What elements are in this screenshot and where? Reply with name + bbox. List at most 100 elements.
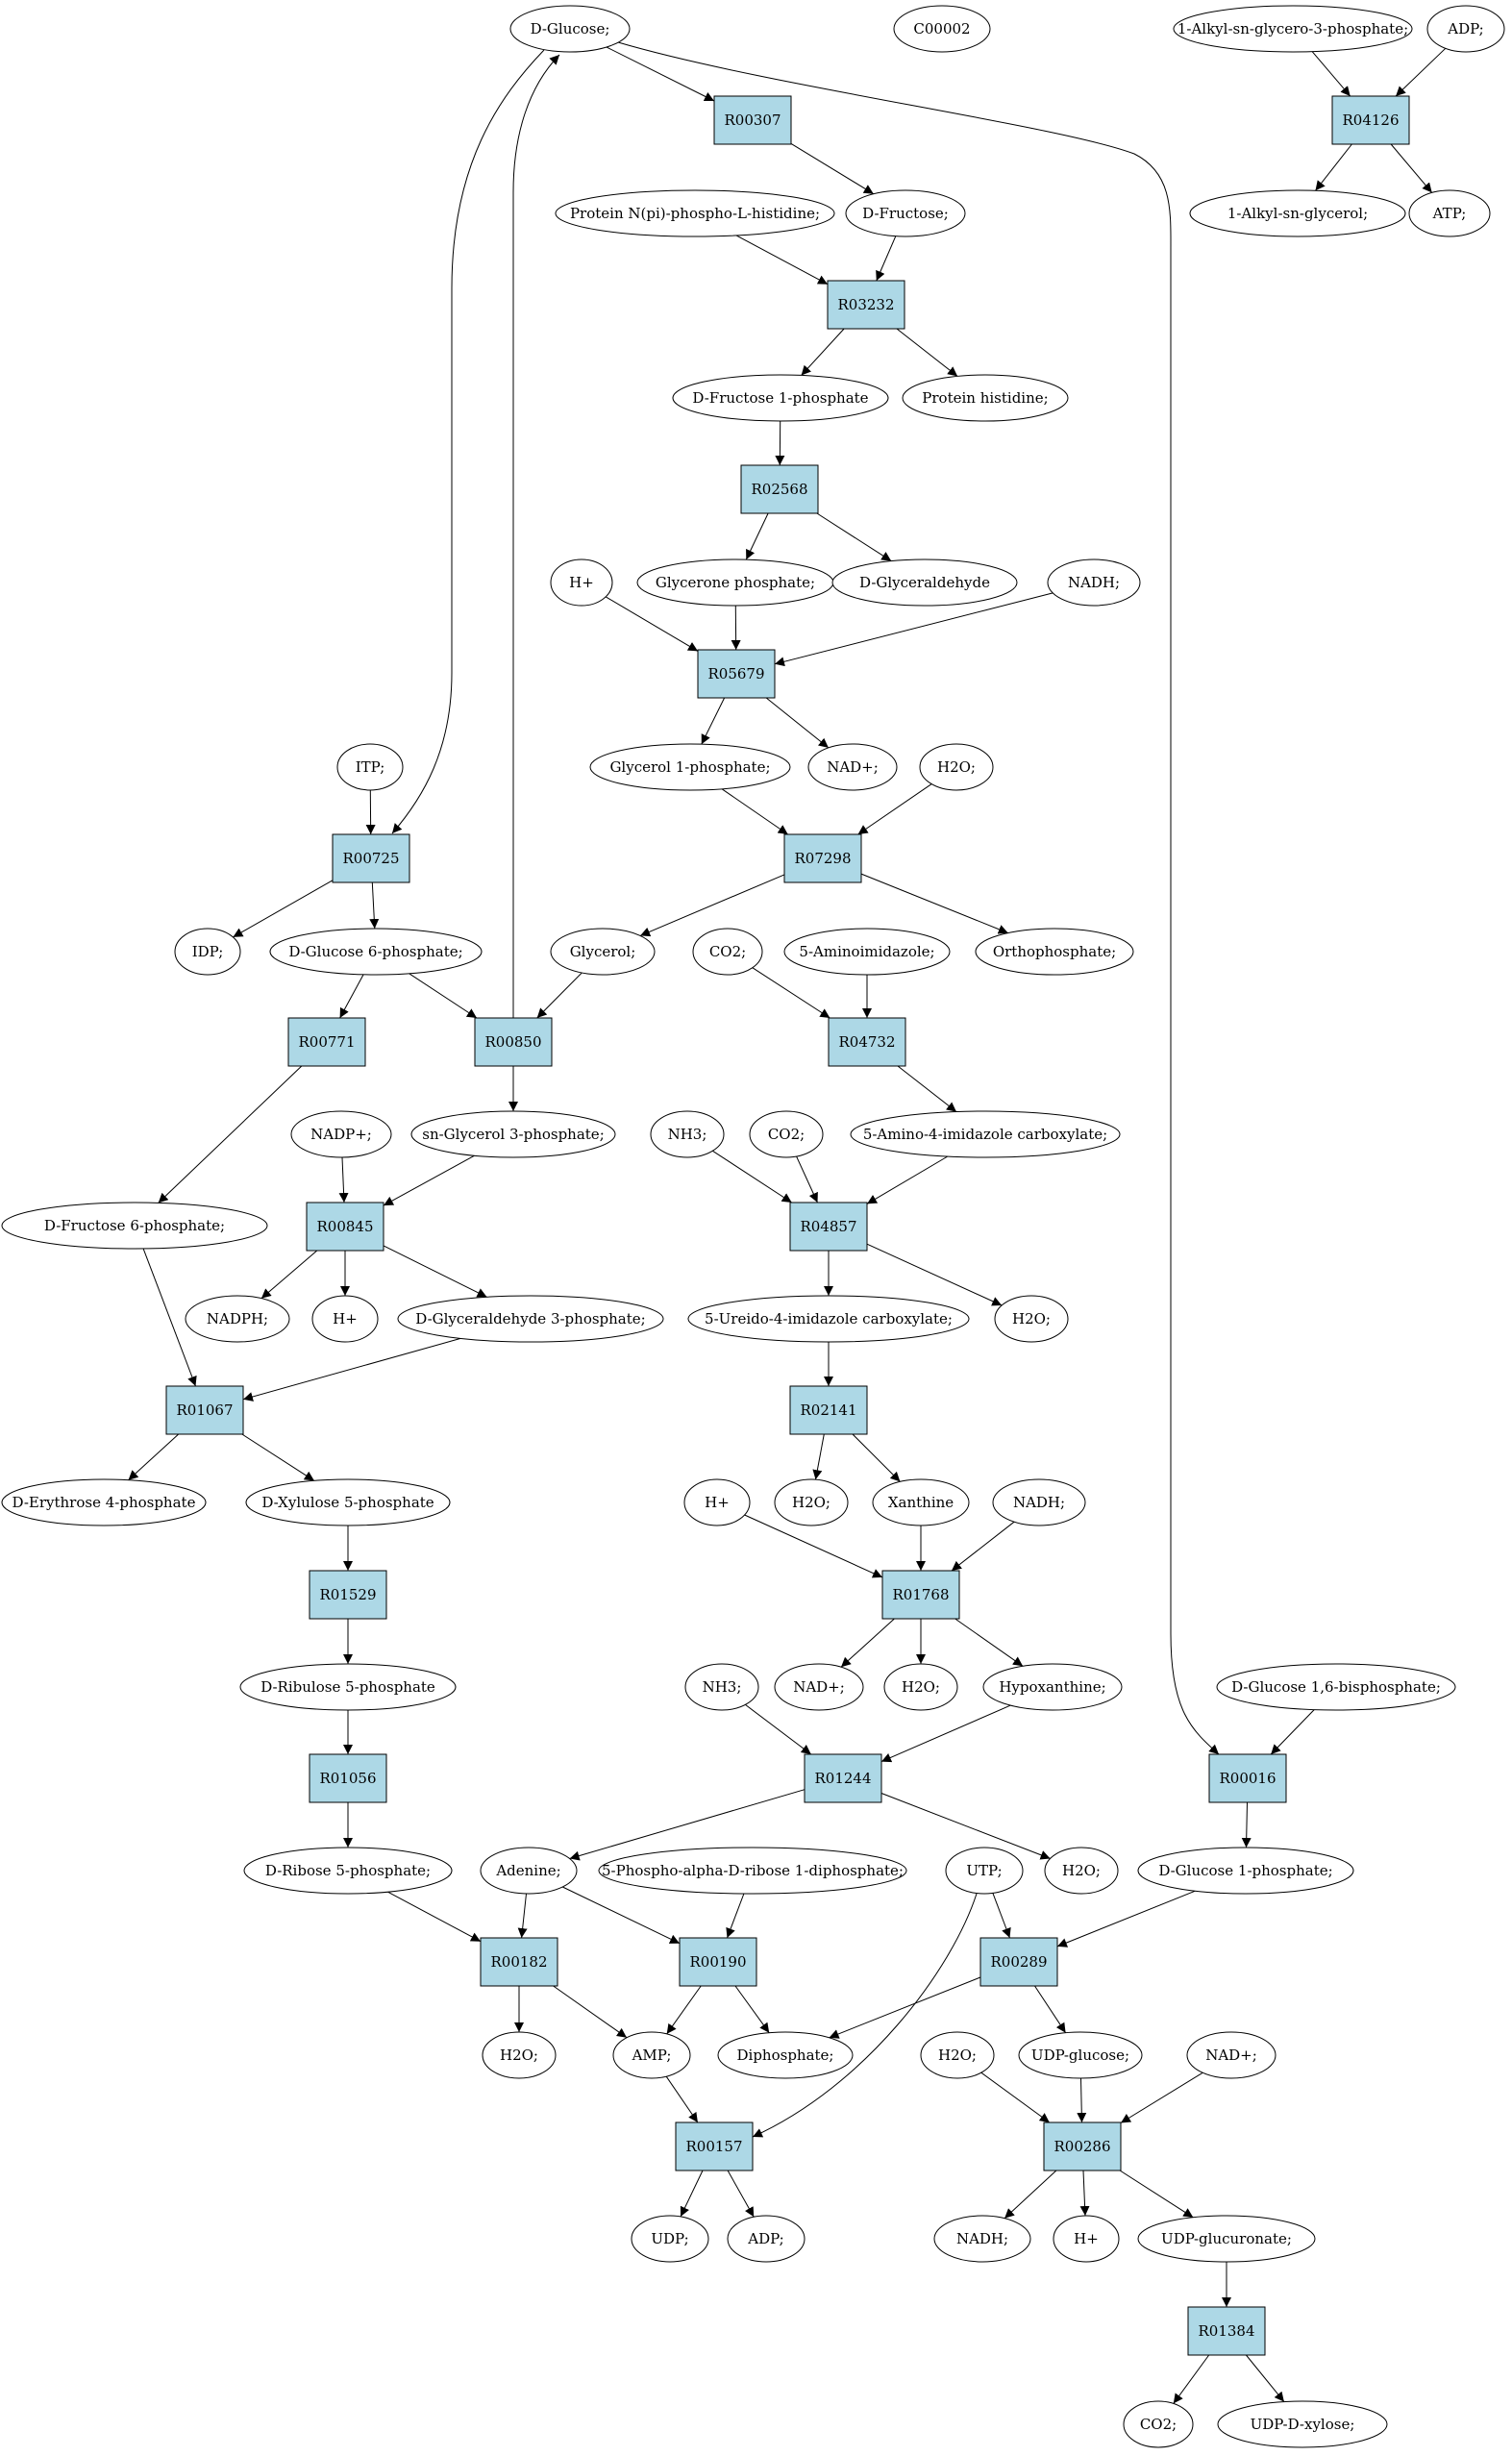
label-orthop: Orthophosphate; bbox=[993, 943, 1116, 960]
label-udp: UDP; bbox=[651, 2230, 688, 2247]
compound-alkylg3p[interactable]: 1-Alkyl-sn-glycero-3-phosphate; bbox=[1173, 5, 1413, 53]
reaction-R00850[interactable]: R00850 bbox=[474, 1017, 553, 1067]
compound-h2o1[interactable]: H2O; bbox=[919, 743, 994, 791]
compound-hypox[interactable]: Hypoxanthine; bbox=[982, 1663, 1123, 1711]
compound-dx5p[interactable]: D-Xylulose 5-phosphate bbox=[245, 1478, 451, 1526]
compound-nadpplus[interactable]: NADP+; bbox=[290, 1110, 392, 1158]
compound-amp[interactable]: AMP; bbox=[612, 2031, 691, 2079]
compound-hplus3[interactable]: H+ bbox=[683, 1478, 751, 1526]
reaction-R01244[interactable]: R01244 bbox=[804, 1753, 882, 1803]
reaction-R00845[interactable]: R00845 bbox=[306, 1202, 384, 1252]
label-R04857: R04857 bbox=[800, 1218, 856, 1235]
compound-dglyald[interactable]: D-Glyceraldehyde bbox=[831, 558, 1018, 607]
compound-h2o6[interactable]: H2O; bbox=[482, 2031, 557, 2079]
reaction-R07298[interactable]: R07298 bbox=[783, 833, 862, 883]
compound-hplus2[interactable]: H+ bbox=[311, 1295, 379, 1343]
compound-hplus4[interactable]: H+ bbox=[1053, 2215, 1120, 2263]
compound-dglucose[interactable]: D-Glucose; bbox=[509, 5, 631, 53]
reaction-R01384[interactable]: R01384 bbox=[1187, 2306, 1266, 2356]
compound-xanthine[interactable]: Xanthine bbox=[872, 1478, 970, 1526]
reaction-R00182[interactable]: R00182 bbox=[480, 1937, 558, 1987]
reaction-R00016[interactable]: R00016 bbox=[1208, 1753, 1287, 1803]
compound-utp[interactable]: UTP; bbox=[945, 1847, 1024, 1895]
compound-amicarb[interactable]: 5-Amino-4-imidazole carboxylate; bbox=[850, 1110, 1121, 1158]
reaction-R01056[interactable]: R01056 bbox=[309, 1753, 387, 1803]
reaction-R00190[interactable]: R00190 bbox=[679, 1937, 757, 1987]
compound-adp_top[interactable]: ADP; bbox=[1426, 5, 1505, 53]
reaction-R00157[interactable]: R00157 bbox=[675, 2121, 754, 2171]
compound-drib5p[interactable]: D-Ribose 5-phosphate; bbox=[243, 1847, 453, 1895]
compound-shape bbox=[1053, 2215, 1120, 2263]
reaction-R00771[interactable]: R00771 bbox=[287, 1017, 366, 1067]
compound-nadp2[interactable]: NAD+; bbox=[774, 1663, 864, 1711]
reaction-R04732[interactable]: R04732 bbox=[828, 1017, 906, 1067]
compound-nadh3[interactable]: NADH; bbox=[933, 2215, 1031, 2263]
compound-prpp[interactable]: 5-Phospho-alpha-D-ribose 1-diphosphate; bbox=[598, 1847, 907, 1895]
compound-nadh2[interactable]: NADH; bbox=[992, 1478, 1086, 1526]
edge-drib5p-R00182 bbox=[387, 1891, 482, 1943]
compound-aminoimid[interactable]: 5-Aminoimidazole; bbox=[783, 928, 951, 976]
compound-udpglcu[interactable]: UDP-glucuronate; bbox=[1137, 2215, 1316, 2263]
compound-nh3a[interactable]: NH3; bbox=[650, 1110, 725, 1158]
compound-orthop[interactable]: Orthophosphate; bbox=[975, 928, 1134, 976]
compound-udpxyl[interactable]: UDP-D-xylose; bbox=[1217, 2400, 1388, 2448]
edge-R03232-prothis bbox=[896, 328, 958, 377]
compound-alkylg[interactable]: 1-Alkyl-sn-glycerol; bbox=[1189, 189, 1406, 237]
compound-udpglc[interactable]: UDP-glucose; bbox=[1018, 2031, 1143, 2079]
compound-h2o7[interactable]: H2O; bbox=[920, 2031, 995, 2079]
compound-dfructose[interactable]: D-Fructose; bbox=[845, 189, 966, 237]
compound-protnpi[interactable]: Protein N(pi)-phospho-L-histidine; bbox=[555, 189, 835, 237]
compound-df6p[interactable]: D-Fructose 6-phosphate; bbox=[1, 1202, 268, 1250]
compound-de4p[interactable]: D-Erythrose 4-phosphate bbox=[1, 1478, 207, 1526]
compound-idp[interactable]: IDP; bbox=[174, 928, 241, 976]
compound-udp[interactable]: UDP; bbox=[631, 2215, 709, 2263]
compound-dg6p[interactable]: D-Glucose 6-phosphate; bbox=[269, 928, 483, 976]
compound-nadp3[interactable]: NAD+; bbox=[1186, 2031, 1277, 2079]
compound-glycerol[interactable]: Glycerol; bbox=[550, 928, 656, 976]
compound-co2a[interactable]: CO2; bbox=[692, 928, 763, 976]
reaction-R04857[interactable]: R04857 bbox=[789, 1202, 868, 1252]
reaction-R01529[interactable]: R01529 bbox=[309, 1570, 387, 1620]
compound-gcp[interactable]: Glycerone phosphate; bbox=[636, 558, 834, 607]
reaction-R03232[interactable]: R03232 bbox=[827, 280, 905, 330]
reaction-R01067[interactable]: R01067 bbox=[165, 1385, 244, 1435]
compound-prothis[interactable]: Protein histidine; bbox=[902, 374, 1069, 422]
edge-R07298-glycerol bbox=[639, 874, 785, 937]
compound-g1p[interactable]: Glycerol 1-phosphate; bbox=[589, 743, 791, 791]
compound-dg16bp[interactable]: D-Glucose 1,6-bisphosphate; bbox=[1216, 1663, 1456, 1711]
compound-df1p[interactable]: D-Fructose 1-phosphate bbox=[672, 374, 889, 422]
compound-itp[interactable]: ITP; bbox=[336, 743, 404, 791]
compound-h2o3[interactable]: H2O; bbox=[774, 1478, 849, 1526]
compound-h2o5[interactable]: H2O; bbox=[1044, 1847, 1119, 1895]
reaction-R00286[interactable]: R00286 bbox=[1043, 2121, 1122, 2171]
compound-co2b[interactable]: CO2; bbox=[749, 1110, 824, 1158]
compound-hplus1[interactable]: H+ bbox=[550, 558, 613, 607]
compound-sng3p[interactable]: sn-Glycerol 3-phosphate; bbox=[410, 1110, 616, 1158]
compound-adenine[interactable]: Adenine; bbox=[480, 1847, 578, 1895]
compound-dr5p[interactable]: D-Ribulose 5-phosphate bbox=[239, 1663, 457, 1711]
compound-ureido[interactable]: 5-Ureido-4-imidazole carboxylate; bbox=[687, 1295, 970, 1343]
compound-diphos[interactable]: Diphosphate; bbox=[717, 2031, 854, 2079]
reaction-R00725[interactable]: R00725 bbox=[332, 833, 410, 883]
compound-nadh1[interactable]: NADH; bbox=[1047, 558, 1141, 607]
reaction-R02568[interactable]: R02568 bbox=[740, 464, 819, 514]
reaction-R01768[interactable]: R01768 bbox=[881, 1570, 960, 1620]
compound-nadp1[interactable]: NAD+; bbox=[807, 743, 898, 791]
compound-nh3b[interactable]: NH3; bbox=[684, 1663, 759, 1711]
compound-shape bbox=[589, 743, 791, 791]
compound-nadph[interactable]: NADPH; bbox=[185, 1295, 290, 1343]
reaction-R05679[interactable]: R05679 bbox=[697, 649, 776, 699]
compound-co2c[interactable]: CO2; bbox=[1123, 2400, 1194, 2448]
reaction-R00289[interactable]: R00289 bbox=[979, 1937, 1058, 1987]
compound-h2o4[interactable]: H2O; bbox=[883, 1663, 958, 1711]
compound-dga3p[interactable]: D-Glyceraldehyde 3-phosphate; bbox=[397, 1295, 664, 1343]
label-aminoimid: 5-Aminoimidazole; bbox=[799, 943, 934, 960]
compound-c00002[interactable]: C00002 bbox=[893, 5, 991, 53]
compound-adp2[interactable]: ADP; bbox=[727, 2215, 806, 2263]
compound-h2o2[interactable]: H2O; bbox=[994, 1295, 1069, 1343]
reaction-R02141[interactable]: R02141 bbox=[789, 1385, 868, 1435]
reaction-R00307[interactable]: R00307 bbox=[713, 95, 792, 145]
reaction-R04126[interactable]: R04126 bbox=[1331, 95, 1410, 145]
compound-dg1p[interactable]: D-Glucose 1-phosphate; bbox=[1137, 1847, 1354, 1895]
compound-atp_top[interactable]: ATP; bbox=[1408, 189, 1491, 237]
